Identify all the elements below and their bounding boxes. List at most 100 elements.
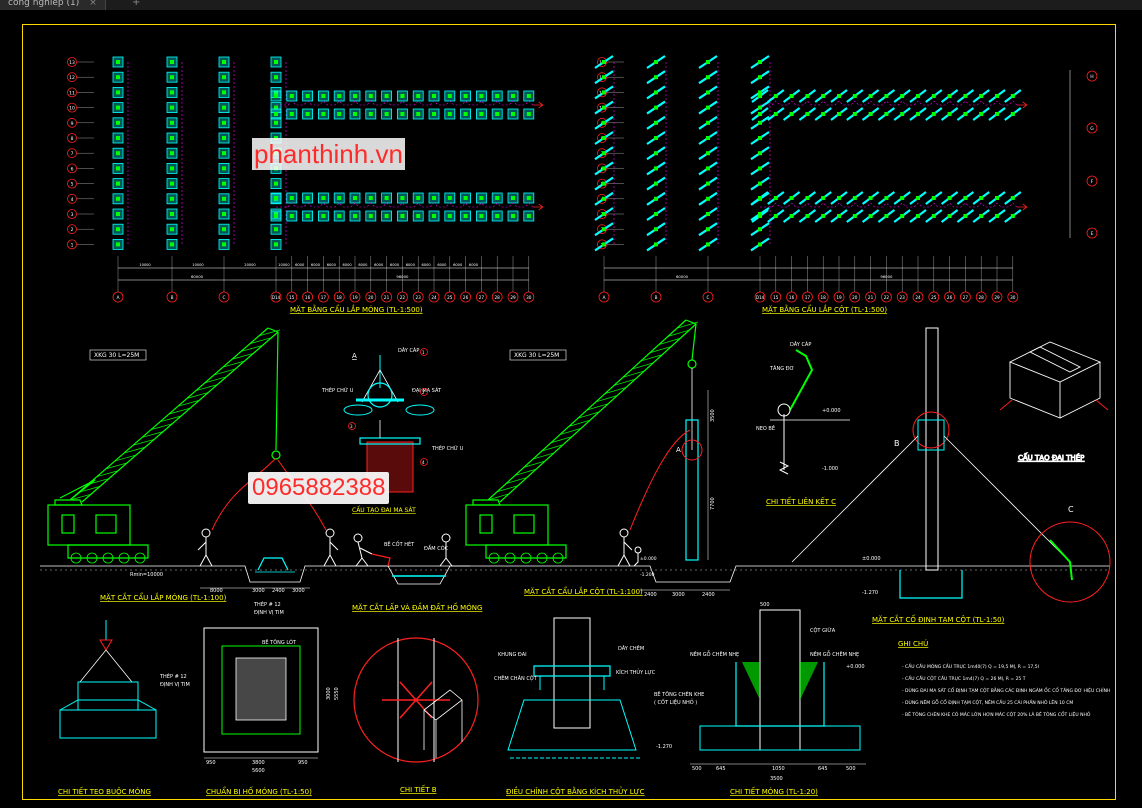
close-tab-icon[interactable]: × (89, 0, 97, 8)
detail-a-num-2: 2 (422, 390, 425, 395)
plan-right-row-bubble (597, 133, 607, 143)
plan-right-row-bubble (597, 117, 607, 128)
plan-right-col-label: 16 (789, 295, 795, 300)
plan-right-right-bubble (1086, 175, 1098, 187)
plan-left-col-label: 20 (368, 295, 374, 300)
plan-right-row-bubble (597, 193, 607, 204)
level-c-2: -1.200 (640, 572, 655, 578)
plan-right-col-label: 23 (900, 295, 906, 300)
kc-level-1: +0.000 (822, 408, 841, 414)
crane-1-tag: XKG 30 L=25M (94, 352, 139, 359)
section-temp-column: B C ±0.000 -1.270 MẶT CẮT CỐ ĐỊNH TẠM CỘ… (791, 327, 1111, 624)
ground-section-c (470, 565, 1110, 583)
plan-right-col-label: 15 (773, 295, 779, 300)
detail-a-num-1: 1 (422, 350, 425, 355)
plan-left-dim: 10000 (278, 263, 290, 267)
detail-prepare-pit: THÉP # 12 ĐỊNH VỊ TIM BÊ TÔNG LÓT THÉP #… (159, 600, 340, 796)
plan-right-crane-path (760, 202, 1018, 208)
plan-left-col-label: 25 (447, 295, 453, 300)
detail-kc-title: CHI TIẾT LIÊN KẾT C (766, 496, 836, 506)
plan-left-row-label: 13 (69, 60, 75, 66)
d4-title: ĐIỀU CHỈNH CỘT BẰNG KÍCH THỦY LỰC (506, 786, 645, 796)
plan-left-col-label: 30 (526, 295, 532, 300)
workers-c (617, 528, 642, 567)
plan-left-dim: 10000 (139, 263, 151, 267)
plan-left-col-label: 16 (305, 295, 311, 300)
plan-left-row-bubble (67, 193, 77, 204)
plan-left-crane-path (276, 202, 534, 208)
plan-right-row-bubble (597, 178, 607, 189)
plan-right-row-bubble (597, 102, 607, 113)
plan-left-row-label: 4 (71, 197, 74, 203)
kc-label-3: NEO BÊ (756, 424, 775, 432)
plan-left-col-label: C (223, 295, 226, 300)
section-c-title: MẶT CẮT CẨU LẮP CỘT (TL-1:100) (524, 586, 643, 596)
note-4: - DÙNG NÊM GỖ CỐ ĐỊNH TẠM CỘT, NÊM CẦU 2… (902, 698, 1073, 706)
plan-left-row-label: 10 (69, 106, 75, 112)
plan-left-row-label: 9 (71, 121, 74, 127)
d5-dim-4: 645 (818, 766, 828, 772)
plan-right-right-label: G (1090, 126, 1094, 132)
plan-left-dim: 6000 (343, 263, 353, 267)
plan-left-col-label: 24 (431, 295, 437, 300)
plan-left-col-label: 23 (416, 295, 422, 300)
watermark-site: phanthinh.vn (252, 138, 405, 170)
plan-left-dim: 6000 (406, 263, 416, 267)
plan-right-col-label: C (707, 295, 710, 300)
detail-a-tag: A (352, 352, 357, 360)
plan-right-col-label: 30 (1010, 295, 1016, 300)
d5-label-3: NÊM GỖ CHÊM NHẸ (810, 650, 859, 658)
plan-left-col-label: 28 (495, 295, 501, 300)
plan-left-col-label: B (171, 295, 174, 300)
plan-left-col-label: 26 (463, 295, 469, 300)
file-tab[interactable]: cong nghiep (1)× (0, 0, 106, 10)
add-tab-icon[interactable]: + (132, 0, 141, 8)
d5-total: 3500 (770, 776, 783, 782)
plan-left-title: MẶT BẰNG CẨU LẮP MÓNG (TL-1:500) (290, 304, 423, 314)
iso-steel-band: CẤU TẠO ĐAI THÉP (999, 341, 1109, 462)
dim-a-4: 3000 (292, 588, 305, 594)
d2-label-3: BÊ TÔNG LÓT (262, 638, 297, 646)
plan-right-col-label: 21 (868, 295, 874, 300)
plan-right-row-bubble (597, 209, 607, 219)
section-d-level-2: -1.270 (862, 590, 878, 596)
d5-label-4: BÊ TÔNG CHÈN KHE (654, 690, 704, 698)
plan-left-total: 60000 (191, 274, 204, 279)
plan-left-dim: 6000 (374, 263, 384, 267)
d5-label-2: NÊM GỖ CHÊM NHẸ (690, 650, 739, 658)
kc-label-1: DÂY CÁP (790, 341, 811, 348)
plan-right-arrow (1016, 203, 1028, 211)
dim-c-1: 3500 (710, 409, 716, 422)
column-lifted: A 3500 7700 (676, 368, 716, 561)
plan-left-crane-path (276, 100, 534, 106)
notes-title: GHI CHÚ (898, 639, 928, 648)
notes: GHI CHÚ - CẦU CẦU MÓNG CẦU TRỤC 1m40(7) … (898, 639, 1110, 718)
plan-left-row-bubble (67, 163, 77, 174)
d1-title: CHI TIẾT TEO BUỘC MÓNG (58, 786, 151, 796)
plan-right-right-bubble (1086, 227, 1098, 239)
plan-left-col-label: 22 (400, 295, 406, 300)
d4-label-3: DÂY CHÊM (618, 644, 644, 652)
d2-dim-4: 5600 (252, 768, 265, 774)
plan-left-row-bubble (67, 102, 77, 113)
plan-left-col-label: 19 (352, 295, 358, 300)
plan-left-col-label: 29 (510, 295, 516, 300)
plan-right-col-label: 24 (915, 295, 921, 300)
watermark-phone: 0965882388 (248, 472, 390, 504)
plan-left-row-bubble (67, 133, 77, 143)
plan-left-row-label: 7 (71, 151, 74, 157)
plan-right-row-bubble (597, 72, 607, 83)
d5-level-2: -1.270 (656, 744, 672, 750)
d4-label-4: KÍCH THỦY LỰC (616, 668, 656, 676)
plan-right-col-label: A (603, 295, 606, 300)
plan-left-row-label: 12 (69, 75, 75, 81)
section-compaction: BÊ CỐT HÉT ĐẦM CÓC MẶT CẮT LẤP VÀ ĐẦM ĐẤ… (340, 533, 482, 612)
plan-left-col-label: 18 (337, 295, 343, 300)
plan-right-right-label: F (1091, 179, 1094, 185)
dim-c-4: 3000 (672, 592, 685, 598)
plan-left-dim: 6000 (327, 263, 337, 267)
detail-a-num-3: 3 (350, 424, 353, 429)
dim-c-2: 7700 (710, 497, 716, 510)
